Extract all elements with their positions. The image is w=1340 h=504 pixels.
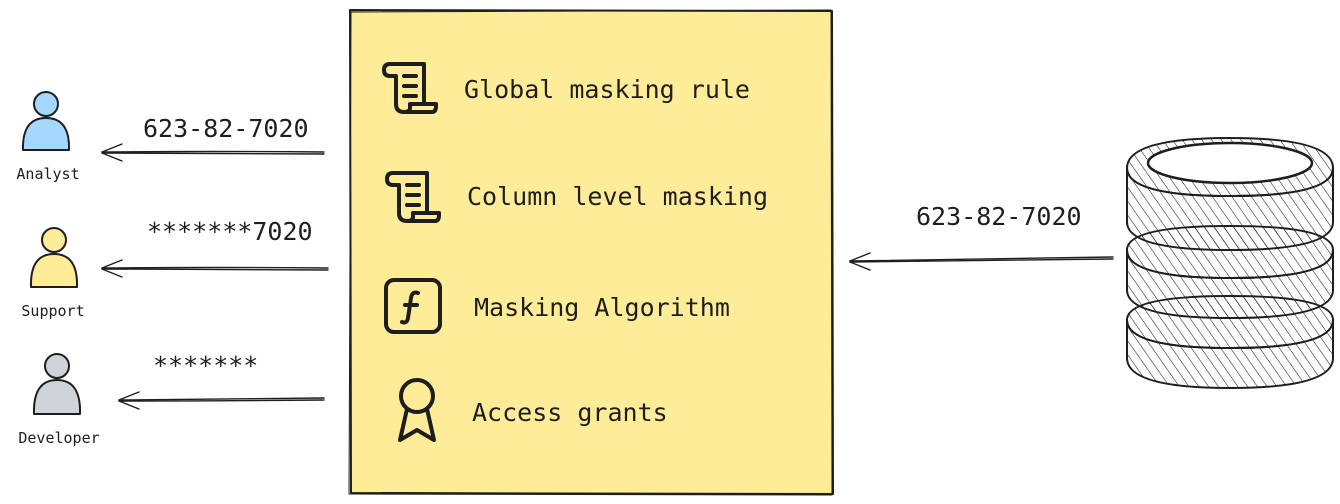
scroll-icon: [382, 62, 438, 114]
value-analyst: 623-82-7020: [143, 114, 309, 143]
person-icon: [29, 227, 79, 288]
award-ribbon-icon: [398, 378, 436, 442]
user-developer: Developer: [18, 353, 100, 447]
policy-item-global-masking-rule: Global masking rule: [382, 62, 750, 114]
user-support: Support: [21, 227, 85, 320]
user-label-developer: Developer: [18, 429, 99, 447]
person-icon: [21, 91, 71, 151]
value-developer: *******: [153, 351, 258, 380]
policy-item-label: Access grants: [472, 398, 668, 427]
policy-item-access-grants: Access grants: [398, 378, 668, 442]
arrow-to-developer: [118, 391, 325, 410]
arrow-from-database: [849, 252, 1114, 271]
person-icon: [32, 353, 82, 415]
value-support: *******7020: [147, 217, 313, 246]
user-label-support: Support: [21, 302, 84, 320]
policy-item-label: Global masking rule: [464, 75, 750, 104]
user-analyst: Analyst: [16, 91, 80, 183]
scroll-icon: [385, 171, 441, 223]
masking-policy-panel: [348, 9, 834, 496]
policy-item-label: Masking Algorithm: [474, 293, 730, 322]
function-icon: [384, 278, 442, 334]
database-icon: [1126, 137, 1334, 389]
policy-item-label: Column level masking: [467, 182, 768, 211]
arrow-to-support: [101, 259, 329, 278]
arrow-to-analyst: [101, 143, 325, 162]
policy-item-masking-algorithm: Masking Algorithm: [384, 278, 730, 334]
policy-item-column-level-masking: Column level masking: [385, 171, 768, 223]
source-value: 623-82-7020: [916, 202, 1082, 231]
user-label-analyst: Analyst: [16, 165, 79, 183]
